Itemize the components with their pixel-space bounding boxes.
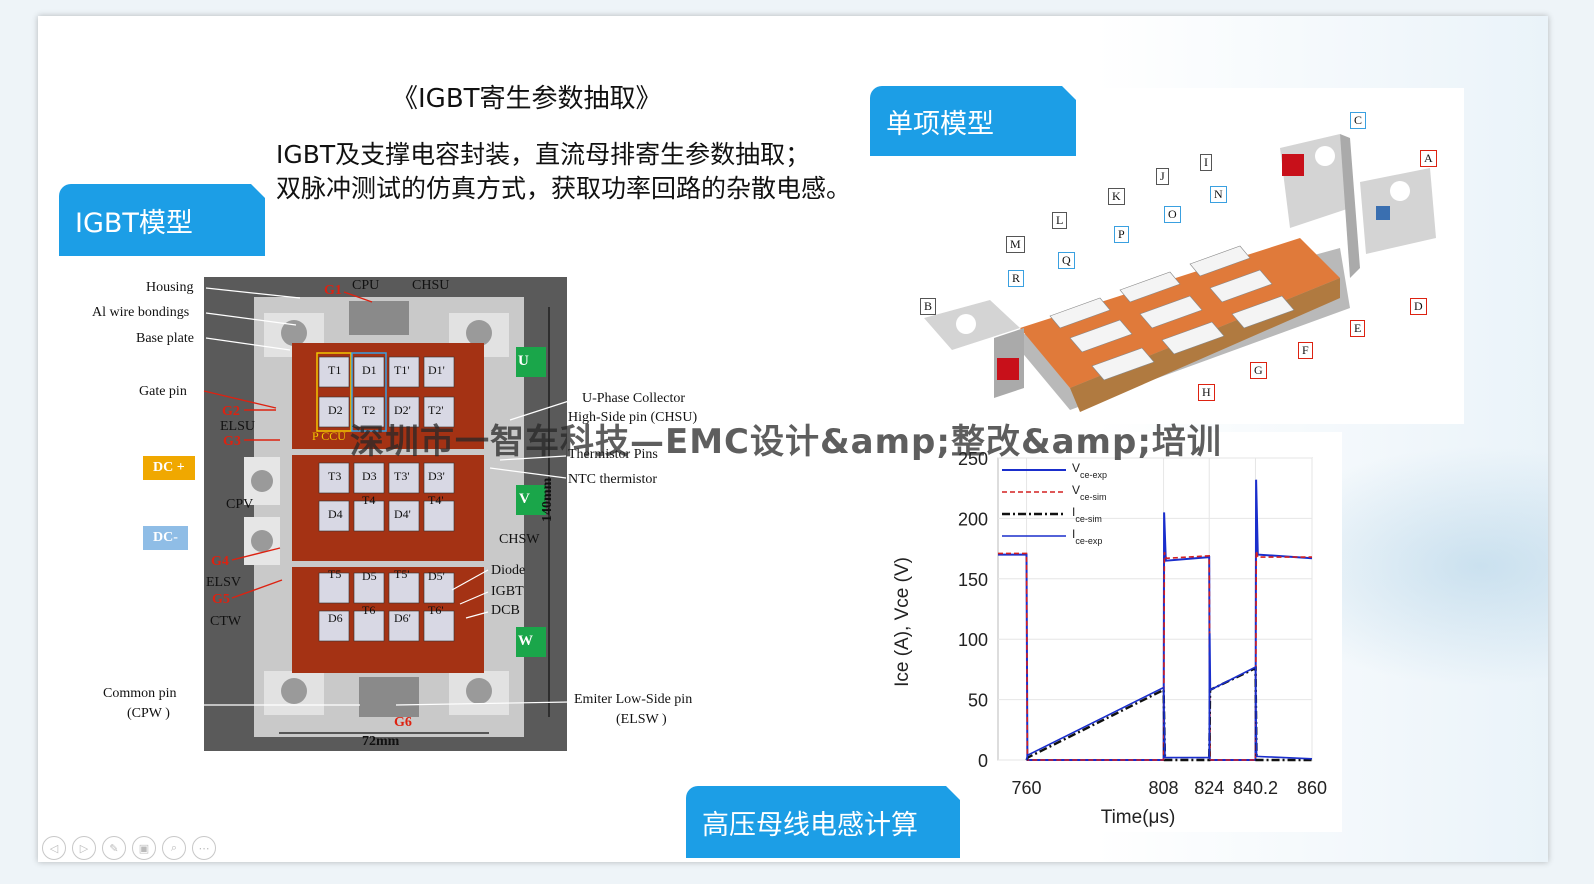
g2-label: G2 (222, 404, 240, 419)
module-3d-panel (870, 88, 1464, 424)
chart-series-line (998, 550, 1312, 761)
emitter-pin-label: Emiter Low-Side pin (574, 692, 693, 707)
thermistor-pins-label: Thermistor Pins (568, 447, 658, 462)
prev-slide-button[interactable]: ◁ (42, 836, 66, 860)
chart-series-line (1025, 633, 1313, 761)
base-plate-label: Base plate (136, 331, 194, 346)
chart-y-tick-label: 100 (958, 630, 988, 650)
module-callouts: A B C D E F G H I J K L M N O P Q R (870, 88, 1464, 424)
uphase-collector-label: U-Phase Collector (582, 391, 686, 406)
chart-y-tick-label: 250 (958, 449, 988, 469)
more-options-button[interactable]: ⋯ (192, 836, 216, 860)
emitter-pin-sub-label: (ELSW ) (616, 712, 667, 727)
g5-label: G5 (212, 592, 230, 607)
callout-j: J (1156, 168, 1169, 185)
dcb-label: DCB (491, 603, 520, 618)
chart-y-tick-label: 50 (968, 691, 988, 711)
chart-y-tick-label: 150 (958, 570, 988, 590)
chart-x-tick-label: 840.2 (1233, 778, 1278, 798)
chart-x-tick-label: 808 (1149, 778, 1179, 798)
diode-label: Diode (491, 563, 526, 578)
housing-label: Housing (146, 280, 194, 295)
ntc-thermistor-label: NTC thermistor (568, 472, 658, 487)
callout-n: N (1210, 186, 1227, 203)
uphase-highside-label: High-Side pin (CHSU) (568, 410, 698, 425)
waveform-chart: Ice (A), Vce (V) Time(μs) 0 50 100 150 200 25… (892, 449, 1327, 828)
chart-y-tick-label: 200 (958, 509, 988, 529)
callout-o: O (1164, 206, 1181, 223)
callout-r: R (1008, 270, 1025, 287)
callout-p: P (1114, 226, 1129, 243)
slide-description: IGBT及支撑电容封装，直流母排寄生参数抽取； 双脉冲测试的仿真方式，获取功率回… (276, 138, 851, 206)
slide-title: 《IGBT寄生参数抽取》 (392, 84, 662, 114)
bus-inductance-tab: 高压母线电感计算 (686, 786, 960, 858)
g4-label: G4 (211, 554, 229, 569)
callout-q: Q (1058, 252, 1075, 269)
common-pin-sub-label: (CPW ) (127, 706, 170, 721)
chart-x-tick-label: 760 (1012, 778, 1042, 798)
igbt-photo-drawing (204, 277, 567, 751)
callout-m: M (1006, 236, 1025, 253)
description-line-2: 双脉冲测试的仿真方式，获取功率回路的杂散电感。 (276, 174, 852, 203)
elsv-label: ELSV (206, 575, 241, 590)
callout-l: L (1052, 212, 1068, 229)
watermark-text: 深圳市一智车科技—EMC设计&amp;整改&amp;培训 (350, 422, 1222, 462)
chsu-label: CHSU (412, 278, 450, 293)
callout-k: K (1108, 188, 1125, 205)
dc-plus-badge: DC + (143, 456, 195, 480)
next-slide-button[interactable]: ▷ (72, 836, 96, 860)
common-pin-label: Common pin (103, 686, 177, 701)
slideshow-nav-bar: ◁ ▷ ✎ ▣ ⌕ ⋯ (42, 836, 216, 860)
callout-f: F (1298, 342, 1313, 359)
igbt-module-photo (204, 277, 567, 751)
cpu-label: CPU (352, 278, 380, 293)
g3-label: G3 (223, 434, 241, 449)
chart-plot-area (997, 457, 1313, 761)
height-dimension: 140mm (540, 477, 555, 522)
cpv-label: CPV (226, 497, 254, 512)
chart-x-tick-label: 860 (1297, 778, 1327, 798)
igbt-model-tab: IGBT模型 (59, 184, 265, 256)
chart-x-axis-label: Time(μs) (1101, 807, 1176, 828)
elsu-label: ELSU (220, 419, 255, 434)
gate-pin-label: Gate pin (139, 384, 187, 399)
g6-label: G6 (394, 715, 412, 730)
igbt-chip-label: IGBT (491, 584, 524, 599)
single-model-tab: 单项模型 (870, 86, 1076, 156)
callout-e: E (1350, 320, 1366, 337)
callout-h: H (1198, 384, 1215, 401)
callout-c: C (1350, 112, 1367, 129)
dc-minus-badge: DC- (143, 526, 188, 550)
callout-a: A (1420, 150, 1437, 167)
al-wire-label: Al wire bondings (92, 305, 190, 320)
callout-b: B (920, 298, 937, 315)
width-dimension: 72mm (362, 734, 400, 749)
module-3d-drawing (924, 134, 1436, 412)
zoom-button[interactable]: ⌕ (162, 836, 186, 860)
chart-x-tick-label: 824 (1194, 778, 1224, 798)
callout-d: D (1410, 298, 1427, 315)
slide-sorter-button[interactable]: ▣ (132, 836, 156, 860)
waveform-chart-panel: Ice (A), Vce (V) Time(μs) 0 50 100 150 200 25… (872, 432, 1342, 832)
ctw-label: CTW (210, 614, 242, 629)
callout-g: G (1250, 362, 1267, 379)
chart-y-axis-label: Ice (A), Vce (V) (892, 557, 913, 687)
pen-tool-button[interactable]: ✎ (102, 836, 126, 860)
chart-y-tick-label: 0 (978, 751, 988, 771)
description-line-1: IGBT及支撑电容封装，直流母排寄生参数抽取； (276, 140, 811, 169)
chsw-label: CHSW (499, 532, 540, 547)
callout-i: I (1200, 154, 1212, 171)
g1-label: G1 (324, 283, 342, 298)
